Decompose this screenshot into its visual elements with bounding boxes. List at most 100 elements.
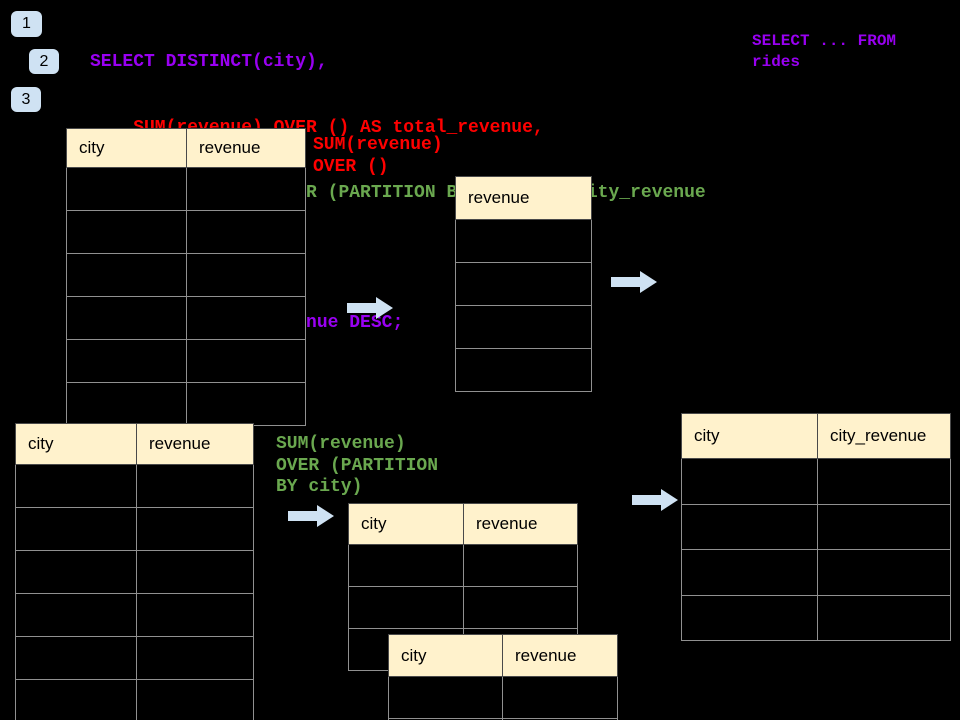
table-partition-result: city city_revenue — [681, 413, 951, 641]
from-clause-note: SELECT ... FROM rides — [752, 32, 897, 71]
column-header-city: city — [66, 128, 187, 168]
table-cell — [15, 507, 137, 551]
table-row — [388, 676, 618, 719]
table-cell — [186, 296, 306, 340]
table-row — [681, 549, 951, 596]
column-header-city-revenue: city_revenue — [817, 413, 951, 459]
table-row — [15, 636, 254, 680]
table-header-row: city revenue — [388, 634, 618, 677]
table-row — [66, 382, 306, 426]
table-cell — [15, 636, 137, 680]
table-header-row: city revenue — [15, 423, 254, 465]
table-cell — [463, 586, 578, 629]
table-cell — [455, 219, 592, 263]
table-cell — [681, 503, 818, 550]
table-cell — [388, 676, 503, 719]
step-badge-1: 1 — [11, 11, 42, 37]
table-row — [66, 339, 306, 383]
table-cell — [817, 503, 951, 550]
code-line: SELECT DISTINCT(city), — [90, 52, 328, 73]
column-header-revenue: revenue — [136, 423, 254, 465]
table-cell — [502, 718, 618, 720]
table-row — [348, 586, 578, 629]
right-arrow-icon — [611, 271, 657, 293]
table-row — [388, 718, 618, 720]
table-cell — [186, 382, 306, 426]
right-arrow-icon — [347, 297, 393, 319]
table-cell — [348, 544, 464, 587]
table-cell — [186, 253, 306, 297]
table-partition-b: city revenue — [388, 634, 618, 720]
table-cell — [66, 210, 187, 254]
table-row — [15, 679, 254, 720]
table-cell — [463, 544, 578, 587]
table-cell — [66, 253, 187, 297]
table-row — [15, 507, 254, 551]
table-cell — [15, 679, 137, 720]
table-header-row: city city_revenue — [681, 413, 951, 459]
table-row — [348, 544, 578, 587]
table-cell — [136, 550, 254, 594]
table-cell — [15, 550, 137, 594]
right-arrow-icon — [632, 489, 678, 511]
table-cell — [136, 464, 254, 508]
table-cell — [817, 458, 951, 505]
step-badge-2: 2 — [29, 49, 59, 74]
table-cell — [66, 296, 187, 340]
table-row — [66, 253, 306, 297]
table-row — [455, 348, 592, 392]
partition-window-label: SUM(revenue) OVER (PARTITION BY city) — [276, 434, 439, 497]
column-header-revenue: revenue — [502, 634, 618, 677]
table-cell — [136, 679, 254, 720]
table-header-row: city revenue — [66, 128, 306, 168]
column-header-city: city — [15, 423, 137, 465]
column-header-city: city — [388, 634, 503, 677]
table-cell — [502, 676, 618, 719]
table-cell — [817, 594, 951, 641]
table-cell — [136, 593, 254, 637]
total-window-label: SUM(revenue) OVER () — [313, 135, 443, 177]
table-row — [15, 593, 254, 637]
table-cell — [455, 262, 592, 306]
step-badge-3: 3 — [11, 87, 41, 112]
column-header-revenue: revenue — [463, 503, 578, 545]
table-cell — [186, 167, 306, 211]
table-cell — [348, 586, 464, 629]
column-header-revenue: revenue — [455, 176, 592, 220]
table-row — [681, 458, 951, 505]
table-cell — [15, 464, 137, 508]
table-cell — [136, 636, 254, 680]
table-cell — [15, 593, 137, 637]
table-cell — [455, 305, 592, 349]
table-row — [66, 296, 306, 340]
table-row — [66, 167, 306, 211]
table-row — [455, 219, 592, 263]
table-cell — [681, 594, 818, 641]
column-header-city: city — [348, 503, 464, 545]
table-row — [66, 210, 306, 254]
column-header-revenue: revenue — [186, 128, 306, 168]
table-cell — [186, 210, 306, 254]
table-header-row: revenue — [455, 176, 592, 220]
table-cell — [455, 348, 592, 392]
table-source-top: city revenue — [66, 128, 306, 426]
table-source-bottom: city revenue — [15, 423, 254, 720]
table-cell — [681, 549, 818, 596]
table-cell — [681, 458, 818, 505]
table-row — [455, 262, 592, 306]
table-row — [15, 464, 254, 508]
table-header-row: city revenue — [348, 503, 578, 545]
table-row — [15, 550, 254, 594]
table-cell — [66, 382, 187, 426]
table-cell — [66, 339, 187, 383]
table-cell — [66, 167, 187, 211]
table-cell — [186, 339, 306, 383]
table-total-result: revenue — [455, 176, 592, 392]
table-row — [681, 594, 951, 641]
table-row — [681, 503, 951, 550]
column-header-city: city — [681, 413, 818, 459]
table-row — [455, 305, 592, 349]
table-cell — [136, 507, 254, 551]
table-cell — [817, 549, 951, 596]
